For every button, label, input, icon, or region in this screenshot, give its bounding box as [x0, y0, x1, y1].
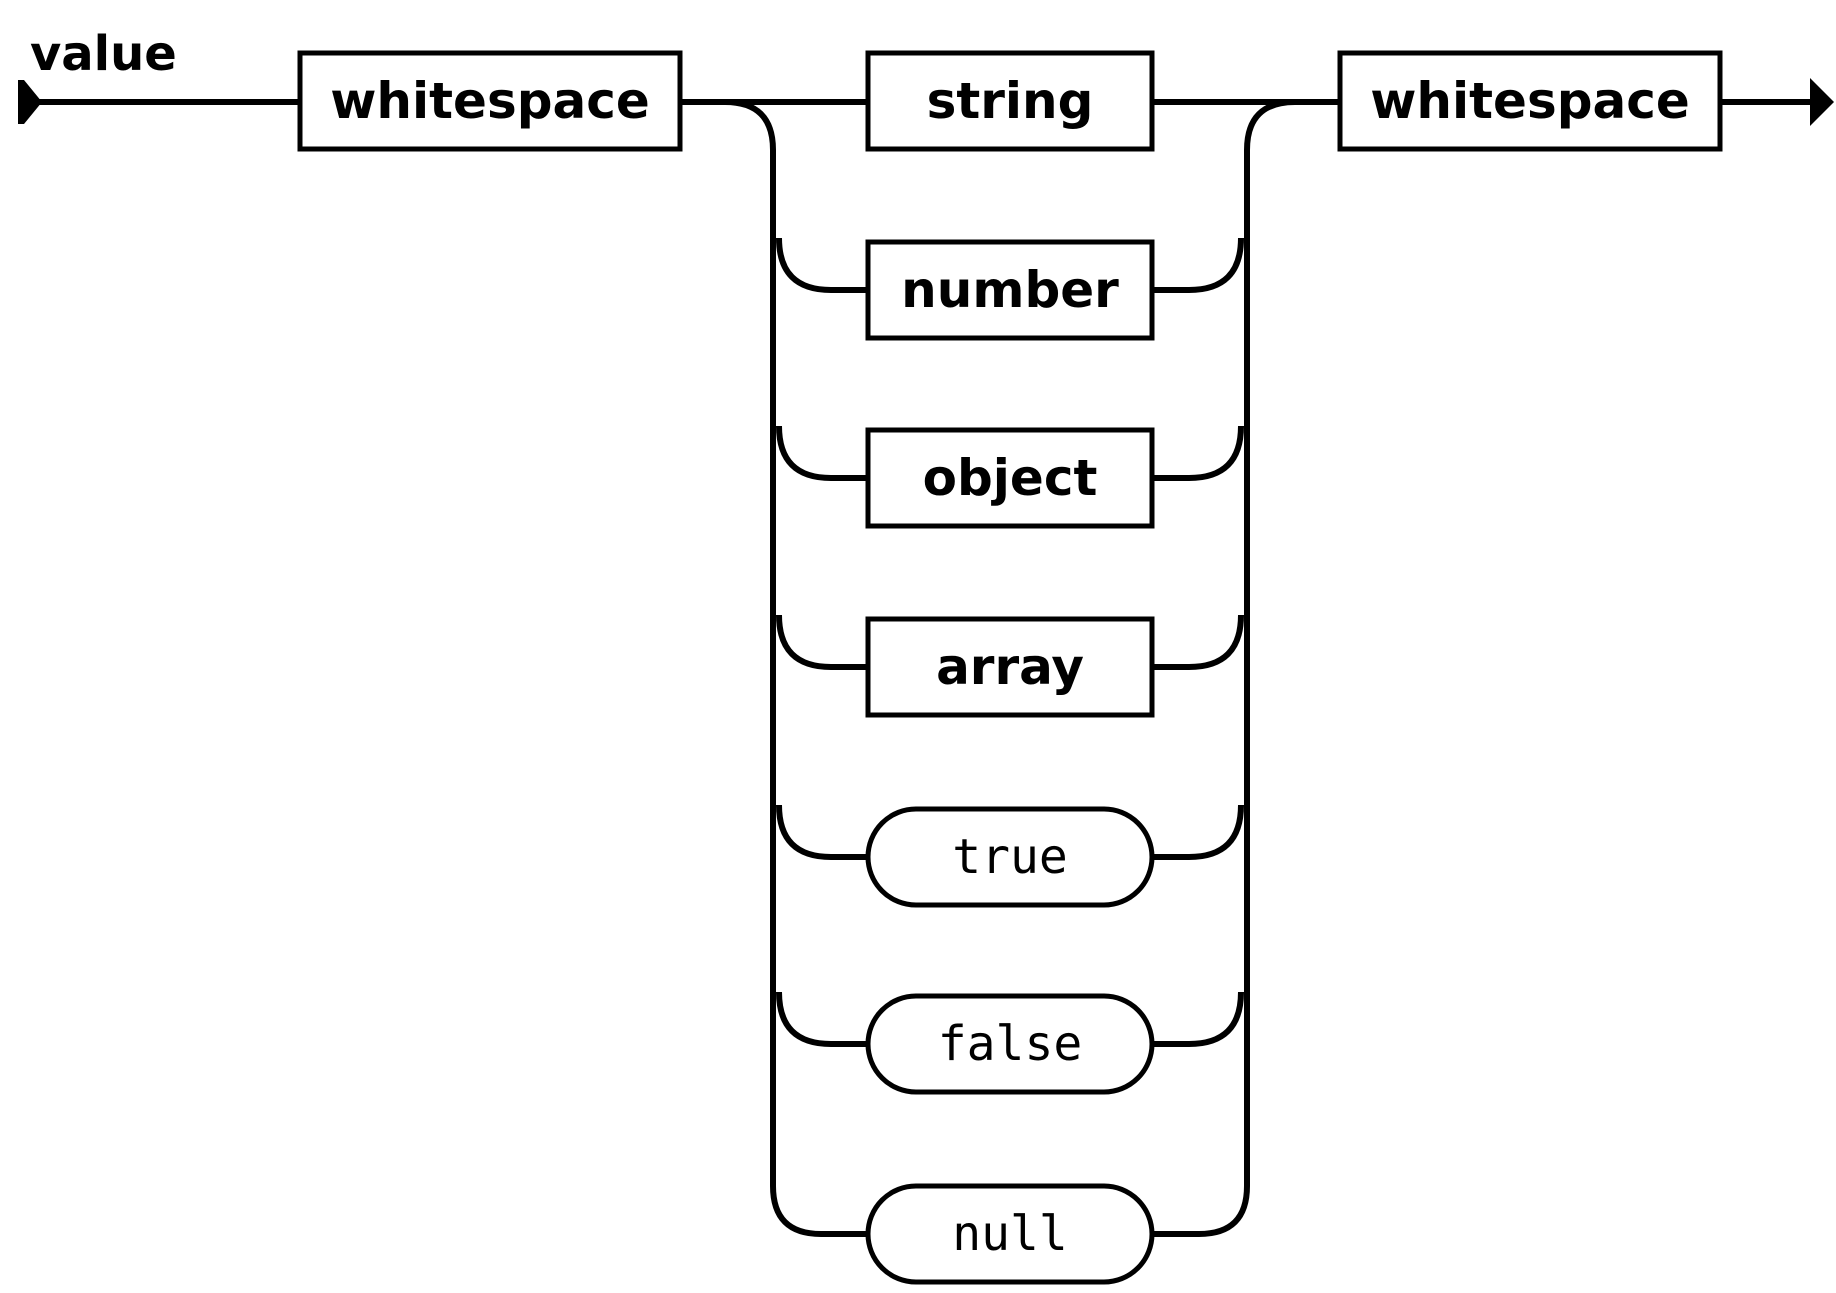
choice-number-label: number: [901, 261, 1119, 319]
choice-number-node[interactable]: number: [865, 239, 1155, 341]
left-split-rail: [724, 99, 868, 1237]
right-join-rail: [1152, 99, 1296, 1237]
choice-object-label: object: [923, 449, 1098, 507]
exit-whitespace-node[interactable]: whitespace: [1337, 50, 1723, 152]
choice-string-label: string: [927, 72, 1094, 130]
exit-whitespace-label: whitespace: [1370, 72, 1690, 130]
entry-whitespace-node[interactable]: whitespace: [297, 50, 683, 152]
choice-object-node[interactable]: object: [865, 427, 1155, 529]
right-branch-connectors: [1152, 237, 1244, 1047]
left-branch-connectors: [776, 237, 868, 1047]
choice-array-node[interactable]: array: [865, 616, 1155, 718]
end-arrow-icon: [1810, 78, 1834, 126]
choice-array-label: array: [936, 638, 1084, 696]
choice-true-label: true: [952, 829, 1068, 885]
choice-null-node[interactable]: null: [865, 1183, 1155, 1285]
choice-false-label: false: [938, 1016, 1083, 1072]
choice-string-node[interactable]: string: [865, 50, 1155, 152]
entry-whitespace-label: whitespace: [330, 72, 650, 130]
diagram-title: value: [30, 26, 177, 82]
choice-false-node[interactable]: false: [865, 993, 1155, 1095]
choice-true-node[interactable]: true: [865, 806, 1155, 908]
choice-null-label: null: [952, 1206, 1068, 1262]
